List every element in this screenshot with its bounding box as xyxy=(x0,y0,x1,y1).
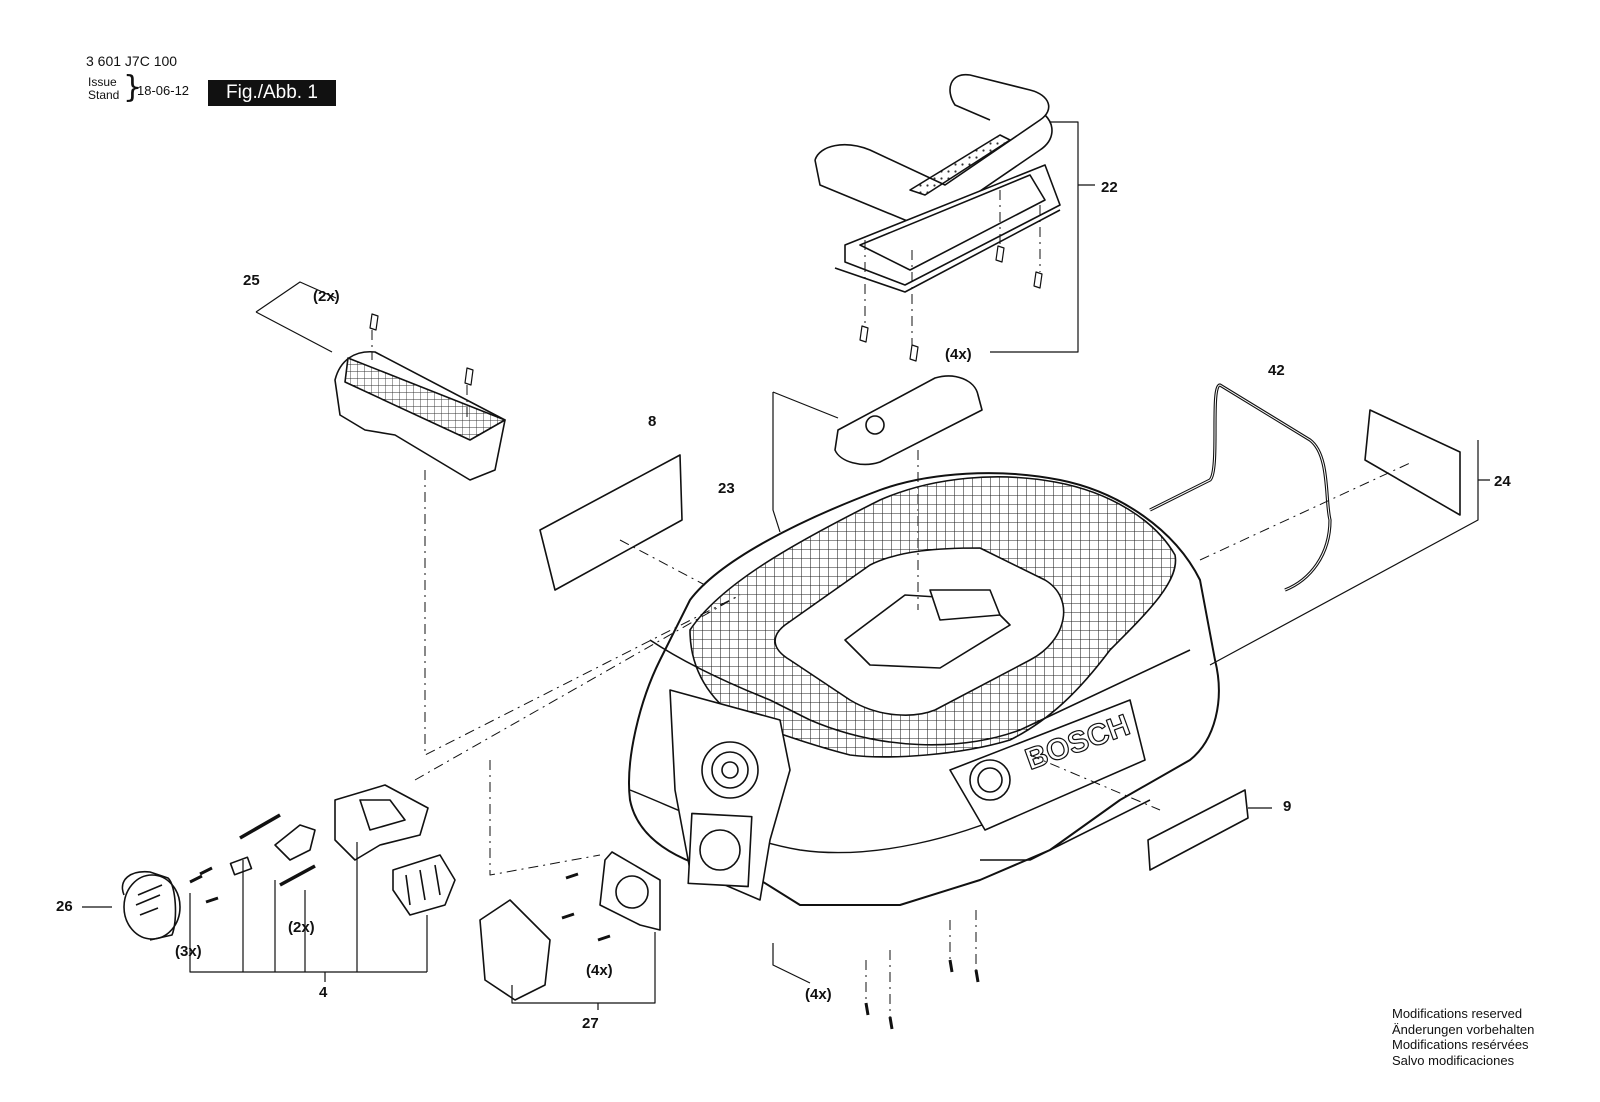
callout-22: 22 xyxy=(1101,179,1118,196)
quantity-4x-bracket-screws: (4x) xyxy=(586,962,613,979)
quantity-4x-base-screws: (4x) xyxy=(805,986,832,1003)
issue-label-de: Stand xyxy=(88,88,120,102)
callout-27: 27 xyxy=(582,1015,599,1032)
callout-4: 4 xyxy=(319,984,328,1001)
part-26-knob xyxy=(121,870,181,941)
part-9-label-sheet xyxy=(1147,789,1249,871)
notice-es: Salvo modificaciones xyxy=(1392,1052,1515,1068)
callout-9: 9 xyxy=(1283,798,1292,815)
callout-42: 42 xyxy=(1268,362,1285,379)
dash-dot-lines xyxy=(371,190,1411,1017)
issue-brace: } xyxy=(123,70,143,105)
modifications-notice: Modifications reserved Änderungen vorbeh… xyxy=(1392,1006,1534,1068)
notice-de: Änderungen vorbehalten xyxy=(1392,1021,1535,1037)
part-23-cover-plate xyxy=(834,375,983,466)
issue-label-en: Issue xyxy=(88,75,117,89)
main-housing xyxy=(628,472,1220,906)
part-8-label-sheet xyxy=(539,454,683,591)
part-25-side-grip xyxy=(334,351,506,481)
callout-25: 25 xyxy=(243,272,260,289)
notice-en: Modifications reserved xyxy=(1392,1006,1523,1021)
screws xyxy=(189,245,1043,1030)
issue-label: Issue Stand xyxy=(88,76,119,102)
quantity-4x-handle-screws: (4x) xyxy=(945,346,972,363)
part-4-switch-assembly xyxy=(229,784,456,916)
part-27-bracket xyxy=(479,851,661,1001)
issue-date: 18-06-12 xyxy=(137,83,190,98)
quantity-3x-screws: (3x) xyxy=(175,943,202,960)
part-22-carry-handle xyxy=(814,74,1061,293)
callout-26: 26 xyxy=(56,898,73,915)
part-24-label-sheet xyxy=(1364,409,1461,516)
callout-23: 23 xyxy=(718,480,735,497)
quantity-2x-switch-parts: (2x) xyxy=(288,919,315,936)
callout-8: 8 xyxy=(648,413,657,430)
notice-fr: Modifications resérvées xyxy=(1392,1037,1529,1052)
leader-lines xyxy=(82,121,1490,1010)
figure-label: Fig./Abb. 1 xyxy=(208,80,336,106)
callout-24: 24 xyxy=(1494,473,1511,490)
part-number: 3 601 J7C 100 xyxy=(86,53,178,69)
quantity-2x-grip-screws: (2x) xyxy=(313,288,340,305)
